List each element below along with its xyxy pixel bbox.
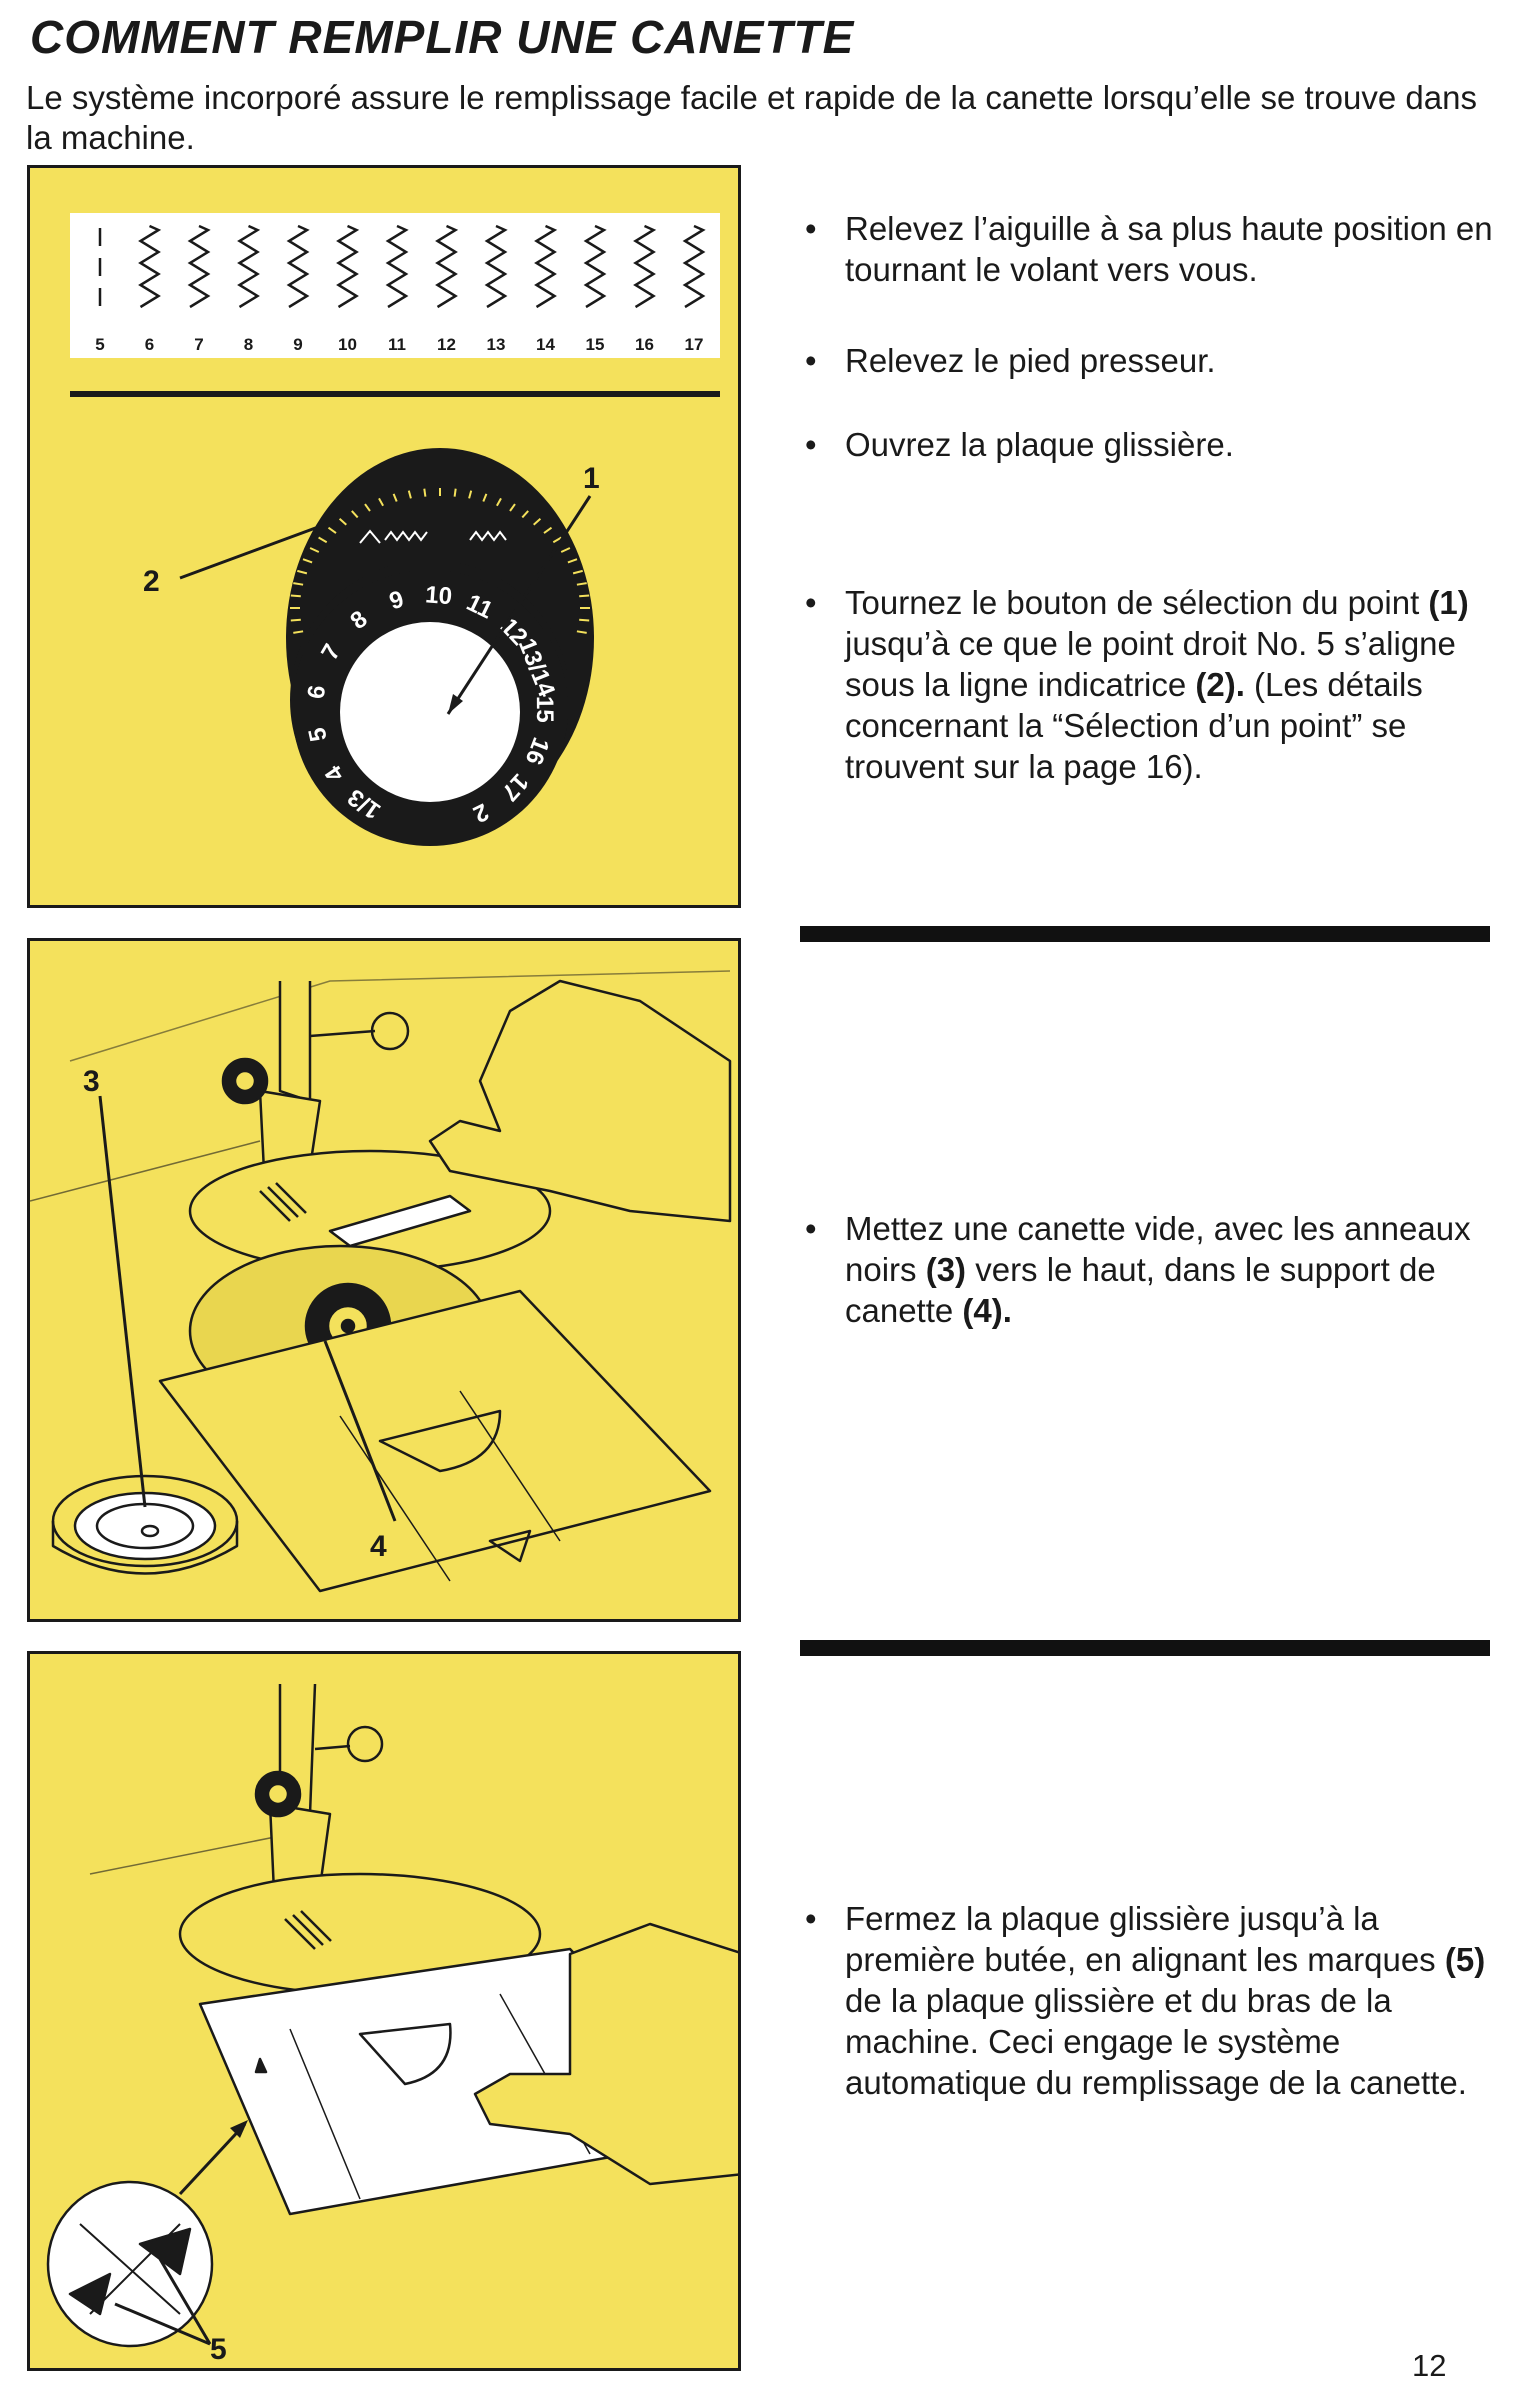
page-title: COMMENT REMPLIR UNE CANETTE — [30, 11, 855, 63]
dial-number: 5 — [304, 725, 333, 744]
stitch-number: 15 — [586, 335, 605, 354]
section-divider — [800, 926, 1490, 942]
bobbin-insert-illustration: 3 4 — [30, 970, 732, 1593]
stitch-pattern-icon — [583, 224, 607, 309]
knob-rib — [509, 503, 516, 512]
dial-number: 10 — [424, 581, 453, 610]
stitch-number: 13 — [487, 335, 506, 354]
stitch-number: 9 — [293, 335, 302, 354]
stitch-number: 16 — [635, 335, 654, 354]
stitch-pattern-icon — [237, 224, 261, 309]
callout-line-5a — [114, 2302, 211, 2346]
callout-3: 3 — [83, 1065, 100, 1098]
stitch-pattern-icon — [484, 224, 508, 309]
knob-rib — [290, 594, 301, 598]
knob-rib — [351, 510, 359, 519]
knob-rib — [392, 493, 398, 502]
knob-rib — [293, 630, 304, 634]
dial-number: 15 — [531, 696, 558, 723]
section-divider — [800, 1640, 1490, 1656]
callout-1: 1 — [583, 462, 600, 495]
knob-rib — [309, 547, 320, 553]
knob-rib — [521, 510, 529, 519]
step-raise-presser-foot: • Relevez le pied presseur. — [805, 342, 1216, 379]
knob-rib — [560, 547, 571, 553]
stitch-number: 10 — [338, 335, 357, 354]
knob-rib — [579, 594, 590, 598]
dial-stitch-symbols — [359, 529, 507, 544]
knob-rib — [543, 526, 553, 534]
callout-2: 2 — [143, 565, 160, 598]
knob-rib — [423, 488, 427, 497]
step-close-slide-plate: • Fermez la plaque glissière jusqu’à la … — [805, 1900, 1486, 2101]
stitch-pattern-icon — [336, 224, 360, 309]
knob-rib — [576, 582, 587, 586]
stitch-pattern-icon — [187, 224, 211, 309]
knob-rib — [482, 493, 488, 502]
stitch-number: 12 — [437, 335, 456, 354]
magnify-arrow — [178, 2122, 247, 2196]
stitch-pattern-icons — [98, 224, 706, 309]
knob-rib — [293, 582, 304, 586]
knob-rib — [327, 526, 337, 534]
stitch-pattern-icon — [138, 224, 162, 309]
knob-rib — [453, 488, 457, 497]
stitch-number: 8 — [244, 335, 253, 354]
step-raise-needle: • Relevez l’aiguille à sa plus haute pos… — [805, 210, 1493, 288]
knob-rib — [290, 618, 301, 622]
stitch-pattern-icon — [286, 224, 310, 309]
dial-number: 6 — [303, 683, 332, 700]
knob-rib — [302, 558, 313, 564]
knob-rib — [572, 569, 583, 575]
step-open-slide-plate: • Ouvrez la plaque glissière. — [805, 426, 1234, 463]
stitch-number: 5 — [95, 335, 104, 354]
stitch-pattern-icon — [435, 224, 459, 309]
callout-5: 5 — [210, 2333, 227, 2366]
stitch-number: 14 — [536, 335, 555, 354]
knob-rib — [552, 536, 562, 544]
stitch-number: 6 — [145, 335, 154, 354]
knob-rib — [567, 558, 578, 564]
knob-rib — [378, 497, 384, 507]
intro-text: Le système incorporé assure le remplissa… — [26, 79, 1477, 156]
stitch-number: 7 — [194, 335, 203, 354]
bobbin-insert-panel: 3 4 — [27, 938, 741, 1622]
slide-plate-illustration: 5 — [46, 1683, 738, 2366]
step-insert-bobbin: • Mettez une canette vide, avec les anne… — [805, 1210, 1471, 1329]
knob-rib — [576, 630, 587, 634]
page-number: 12 — [1412, 2348, 1447, 2383]
knob-rib — [297, 569, 308, 575]
stitch-pattern-icon — [682, 224, 706, 309]
stitch-pattern-icon — [633, 224, 657, 309]
slide-plate-panel: 5 — [27, 1651, 741, 2371]
knob-rib — [496, 497, 502, 507]
knob-rib — [364, 503, 371, 512]
callout-line-3 — [98, 1095, 147, 1508]
knob-rib — [338, 518, 347, 526]
callout-4: 4 — [370, 1530, 387, 1563]
stitch-pattern-icon — [534, 224, 558, 309]
knob-rib — [533, 518, 542, 526]
stitch-number: 17 — [685, 335, 704, 354]
stitch-pattern-icon — [385, 224, 409, 309]
divider-line — [70, 391, 720, 397]
knob-rib — [407, 490, 412, 499]
knob-rib — [579, 618, 590, 622]
knob-rib — [318, 536, 328, 544]
callout-line-5b — [158, 2258, 212, 2345]
callout-line-4 — [323, 1340, 397, 1522]
dial-center — [340, 622, 520, 802]
stitch-number: 11 — [388, 335, 406, 354]
knob-rib — [468, 490, 473, 499]
callout-line-1 — [446, 495, 592, 715]
step-turn-selector: • Tournez le bouton de sélection du poin… — [805, 584, 1469, 785]
